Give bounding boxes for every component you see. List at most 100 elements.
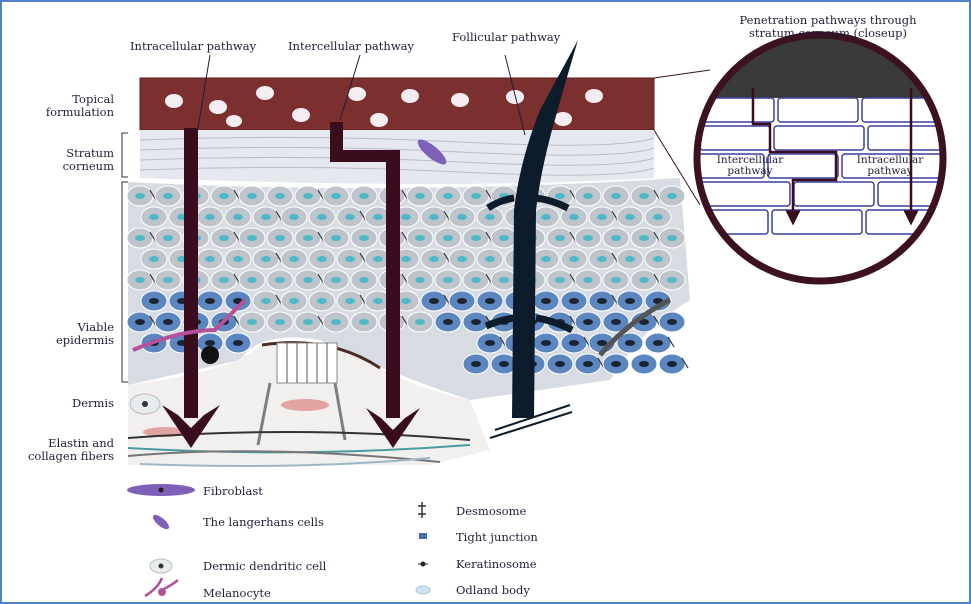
cell-nucleus xyxy=(569,298,579,304)
cell-nucleus xyxy=(583,319,593,325)
cell-nucleus xyxy=(471,319,481,325)
tight-junction-icon xyxy=(419,533,427,539)
cell-nucleus xyxy=(555,277,565,283)
cell-nucleus xyxy=(149,214,159,220)
cell-nucleus xyxy=(499,361,509,367)
cell-nucleus xyxy=(541,340,551,346)
cell-nucleus xyxy=(625,340,635,346)
cell-nucleus xyxy=(555,361,565,367)
stratum-corneum-label: Stratum corneum xyxy=(10,147,114,173)
keratinosome-icon xyxy=(418,562,428,567)
cell-nucleus xyxy=(373,256,383,262)
cell-nucleus xyxy=(597,298,607,304)
cell-nucleus xyxy=(359,235,369,241)
cell-nucleus xyxy=(247,319,257,325)
closeup-title-line2: stratum corneum (closeup) xyxy=(728,27,928,40)
cell-nucleus xyxy=(583,361,593,367)
cell-nucleus xyxy=(569,214,579,220)
legend-icons xyxy=(127,484,430,596)
cell-nucleus xyxy=(303,277,313,283)
cell-nucleus xyxy=(163,277,173,283)
stratum-corneum-line2: corneum xyxy=(10,160,114,173)
cell-nucleus xyxy=(163,193,173,199)
cell-nucleus xyxy=(205,298,215,304)
cell-nucleus xyxy=(247,277,257,283)
cell-nucleus xyxy=(261,298,271,304)
cell-nucleus xyxy=(443,193,453,199)
cell-nucleus xyxy=(653,340,663,346)
cell-nucleus xyxy=(471,277,481,283)
cell-nucleus xyxy=(289,214,299,220)
cell-nucleus xyxy=(485,256,495,262)
cell-nucleus xyxy=(247,193,257,199)
cell-nucleus xyxy=(485,298,495,304)
legend-odland-body: Odland body xyxy=(456,583,530,597)
closeup-intracellular-line2: pathway xyxy=(840,166,940,177)
cell-nucleus xyxy=(555,193,565,199)
cell-nucleus xyxy=(583,277,593,283)
cell-nucleus xyxy=(611,235,621,241)
cell-nucleus xyxy=(667,319,677,325)
legend-dendritic-cell: Dermic dendritic cell xyxy=(203,559,326,573)
topical-formulation-label: Topical formulation xyxy=(10,93,114,119)
cell-nucleus xyxy=(415,193,425,199)
cell-nucleus xyxy=(303,235,313,241)
cell-nucleus xyxy=(219,235,229,241)
cell-nucleus xyxy=(233,340,243,346)
cell-nucleus xyxy=(639,277,649,283)
cell-nucleus xyxy=(625,256,635,262)
cell-nucleus xyxy=(373,214,383,220)
cell-nucleus xyxy=(583,235,593,241)
cell-nucleus xyxy=(205,256,215,262)
viable-epidermis-line2: epidermis xyxy=(10,334,114,347)
intercellular-pathway-label: Intercellular pathway xyxy=(288,40,414,53)
cell-nucleus xyxy=(289,256,299,262)
fibroblast-icon xyxy=(127,484,195,496)
cell-nucleus xyxy=(611,193,621,199)
cell-nucleus xyxy=(583,193,593,199)
cell-nucleus xyxy=(303,319,313,325)
cell-nucleus xyxy=(443,277,453,283)
cell-nucleus xyxy=(317,298,327,304)
cell-nucleus xyxy=(597,214,607,220)
cell-nucleus xyxy=(471,235,481,241)
cell-nucleus xyxy=(219,193,229,199)
cell-nucleus xyxy=(499,235,509,241)
cell-nucleus xyxy=(597,256,607,262)
cell-nucleus xyxy=(555,235,565,241)
closeup-intracellular-label: Intracellular pathway xyxy=(840,155,940,177)
closeup-intercellular-line2: pathway xyxy=(705,166,795,177)
cell-nucleus xyxy=(317,214,327,220)
cell-nucleus xyxy=(429,256,439,262)
cell-nucleus xyxy=(149,298,159,304)
layer-brackets xyxy=(122,133,128,382)
cell-nucleus xyxy=(275,235,285,241)
intracellular-pathway-label: Intracellular pathway xyxy=(130,40,256,53)
cell-nucleus xyxy=(499,277,509,283)
desmosome-icon xyxy=(418,502,426,518)
follicular-pathway-label: Follicular pathway xyxy=(452,31,560,44)
cell-nucleus xyxy=(639,235,649,241)
cell-nucleus xyxy=(653,256,663,262)
cell-nucleus xyxy=(247,235,257,241)
cell-nucleus xyxy=(205,340,215,346)
cell-nucleus xyxy=(457,298,467,304)
cell-nucleus xyxy=(359,319,369,325)
cell-nucleus xyxy=(625,298,635,304)
cell-nucleus xyxy=(149,256,159,262)
cell-nucleus xyxy=(331,235,341,241)
cell-nucleus xyxy=(135,319,145,325)
cell-nucleus xyxy=(233,256,243,262)
dermis-label: Dermis xyxy=(10,397,114,410)
cell-nucleus xyxy=(569,340,579,346)
cell-nucleus xyxy=(331,277,341,283)
legend-melanocyte: Melanocyte xyxy=(203,586,271,600)
closeup-intercellular-label: Intercellular pathway xyxy=(705,155,795,177)
legend-tight-junction: Tight junction xyxy=(456,530,538,544)
cell-nucleus xyxy=(597,340,607,346)
cell-nucleus xyxy=(373,298,383,304)
cell-nucleus xyxy=(415,235,425,241)
cell-nucleus xyxy=(317,256,327,262)
cell-nucleus xyxy=(667,235,677,241)
cell-nucleus xyxy=(205,214,215,220)
